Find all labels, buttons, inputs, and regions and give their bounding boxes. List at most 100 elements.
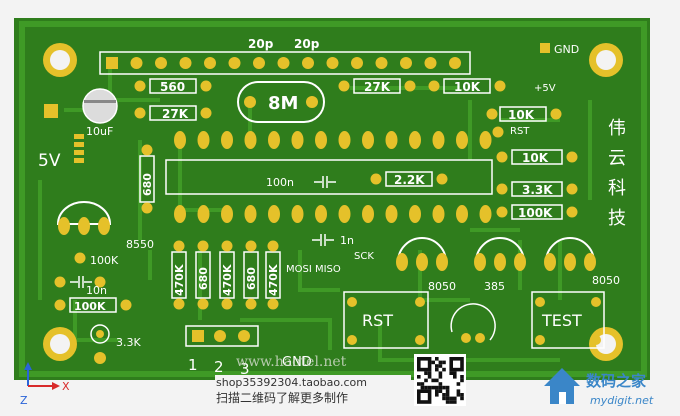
component-pad <box>370 173 382 185</box>
component-pad <box>200 80 212 92</box>
label-680-c: 680 <box>245 267 258 290</box>
label-10k-c: 10K <box>522 151 549 165</box>
label-sck: SCK <box>354 251 374 262</box>
component-pad <box>74 252 86 264</box>
misc-pads <box>54 80 578 311</box>
component-pad <box>566 183 578 195</box>
ic-pad <box>197 205 210 223</box>
label-10k-a: 10K <box>454 80 481 94</box>
component-pad <box>492 126 504 138</box>
component-pad <box>54 299 66 311</box>
gnd-pad <box>540 43 550 53</box>
component-pad <box>200 107 212 119</box>
crystal-pad <box>244 96 256 108</box>
header-pad-1 <box>192 330 204 342</box>
label-560: 560 <box>160 80 185 94</box>
header-pad-2 <box>214 330 226 342</box>
axis-label-x: X <box>62 380 70 393</box>
component-pad <box>54 276 66 288</box>
header-pad <box>449 57 461 69</box>
label-test-button: TEST <box>541 311 582 330</box>
header-pad <box>351 57 363 69</box>
component-pad <box>221 298 233 310</box>
label-680-b: 680 <box>197 267 210 290</box>
axis-triad: Z X Y <box>20 362 70 407</box>
component-pad <box>134 107 146 119</box>
component-pad <box>120 299 132 311</box>
ic-pad <box>244 205 257 223</box>
cap-10uf-band <box>84 100 116 103</box>
label-gnd-top: GND <box>554 43 579 56</box>
component-pad <box>221 240 233 252</box>
trimmer-outline <box>90 324 110 344</box>
component-pad <box>197 240 209 252</box>
label-2-2k: 2.2K <box>394 173 425 187</box>
ic-pad <box>268 131 280 149</box>
component-pad <box>245 298 257 310</box>
watermark-site: www.haotel.net <box>236 354 347 370</box>
label-385: 385 <box>484 280 505 293</box>
ic-pad <box>315 205 327 223</box>
label-header-1: 1 <box>188 356 198 374</box>
top-pin-header <box>99 51 471 75</box>
ic-pad <box>291 205 304 223</box>
component-pad <box>566 206 578 218</box>
label-20p-b: 20p <box>294 37 320 51</box>
watermark-shop: shop35392304.taobao.com <box>216 376 367 389</box>
component-pad <box>94 276 106 288</box>
label-27k-b: 27K <box>364 80 391 94</box>
ic-pad <box>315 131 327 149</box>
component-pad <box>496 206 508 218</box>
ic-pad <box>174 131 186 149</box>
header-pad <box>326 57 339 69</box>
label-10k-b: 10K <box>508 108 535 122</box>
resistor-outlines <box>69 78 563 313</box>
crystal-outline <box>237 81 325 123</box>
header-pad <box>130 57 143 69</box>
led-pad <box>475 333 485 343</box>
ic-pad <box>479 131 492 149</box>
top-header-pads <box>106 57 461 69</box>
component-pad <box>436 173 448 185</box>
ic-pad <box>432 205 445 223</box>
label-rst-small: RST <box>510 126 530 137</box>
ic-pad <box>432 131 445 149</box>
rst-button-outline <box>343 291 429 349</box>
label-100k-a: 100K <box>518 206 553 220</box>
ic-pad <box>221 131 233 149</box>
component-pad <box>141 202 153 214</box>
component-pad <box>173 240 185 252</box>
label-3-3k-b: 3.3K <box>116 336 141 349</box>
component-pad <box>197 298 209 310</box>
label-470k-c: 470K <box>267 264 280 296</box>
label-470k-a: 470K <box>173 264 186 296</box>
header-pad <box>424 57 437 69</box>
watermark-scan-text: 扫描二维码了解更多制作 <box>216 391 348 405</box>
logo-cn-text: 数码之家 <box>586 372 646 390</box>
ic-pad <box>221 205 233 223</box>
component-pad <box>428 80 440 92</box>
axis-label-z: Z <box>20 394 28 407</box>
label-5v: 5V <box>38 151 61 171</box>
ic-pad <box>456 205 468 223</box>
trimmer-pad <box>96 330 104 338</box>
ic-pad <box>244 131 257 149</box>
header-pad <box>277 57 290 69</box>
component-pad <box>404 80 416 92</box>
component-pad <box>141 144 153 156</box>
label-100k-c: 100K <box>74 300 106 313</box>
brand-char-3: 科 <box>608 178 626 199</box>
label-rst-button: RST <box>362 311 393 330</box>
crystal-pad <box>306 96 318 108</box>
ic-pad <box>385 205 398 223</box>
ic-pad <box>338 205 351 223</box>
ic-pad <box>174 205 186 223</box>
header-pad <box>228 57 241 69</box>
header-pad-3 <box>238 330 250 342</box>
mcu-ic-outline <box>165 159 493 195</box>
header-pad <box>204 57 216 69</box>
label-100n: 100n <box>266 176 294 189</box>
label-10uf: 10uF <box>86 125 113 138</box>
